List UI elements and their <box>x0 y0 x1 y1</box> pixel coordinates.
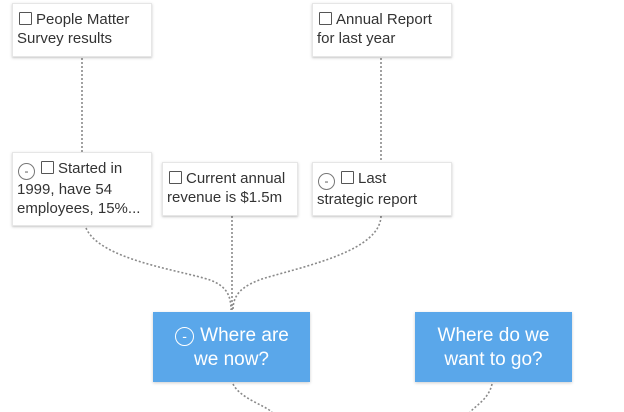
checkbox-icon[interactable] <box>169 171 182 184</box>
collapse-icon[interactable]: - <box>318 173 335 190</box>
connector-strategic-to-where-now <box>232 215 382 311</box>
checkbox-icon[interactable] <box>19 12 32 25</box>
node-people-matter-survey[interactable]: People Matter Survey results <box>12 3 152 57</box>
connector-started-to-where-now <box>85 227 232 311</box>
collapse-icon[interactable]: - <box>175 327 195 346</box>
node-text-line2: strategic report <box>317 191 418 208</box>
goal-text-line2: we now? <box>194 349 269 370</box>
goal-text-line1: Where do we <box>437 325 550 346</box>
node-text-line3: employees, 15%... <box>17 200 141 217</box>
node-current-revenue[interactable]: Current annual revenue is $1.5m <box>162 162 298 216</box>
node-text-line1: Last <box>358 170 387 187</box>
node-text-line1: Current annual <box>186 170 286 187</box>
goal-where-are-we-now[interactable]: -Where are we now? <box>153 312 310 382</box>
node-started-1999[interactable]: - Started in 1999, have 54 employees, 15%… <box>12 152 152 226</box>
connector-where-go-down <box>469 383 493 412</box>
node-text-line2: Survey results <box>17 30 113 47</box>
connector-where-now-down <box>232 383 273 412</box>
node-annual-report[interactable]: Annual Report for last year <box>312 3 452 57</box>
goal-text-line2: want to go? <box>444 349 543 370</box>
collapse-icon[interactable]: - <box>18 163 35 180</box>
node-text-line1: Started in <box>58 160 123 177</box>
goal-text-line1: Where are <box>200 325 289 346</box>
node-text-line2: for last year <box>317 30 396 47</box>
goal-where-do-we-want-to-go[interactable]: Where do we want to go? <box>415 312 572 382</box>
node-text-line1: Annual Report <box>336 11 432 28</box>
checkbox-icon[interactable] <box>341 171 354 184</box>
node-text-line2: revenue is $1.5m <box>167 189 283 206</box>
checkbox-icon[interactable] <box>319 12 332 25</box>
node-last-strategic-report[interactable]: - Last strategic report <box>312 162 452 216</box>
checkbox-icon[interactable] <box>41 161 54 174</box>
node-text-line2: 1999, have 54 <box>17 181 113 198</box>
node-text-line1: People Matter <box>36 11 130 28</box>
